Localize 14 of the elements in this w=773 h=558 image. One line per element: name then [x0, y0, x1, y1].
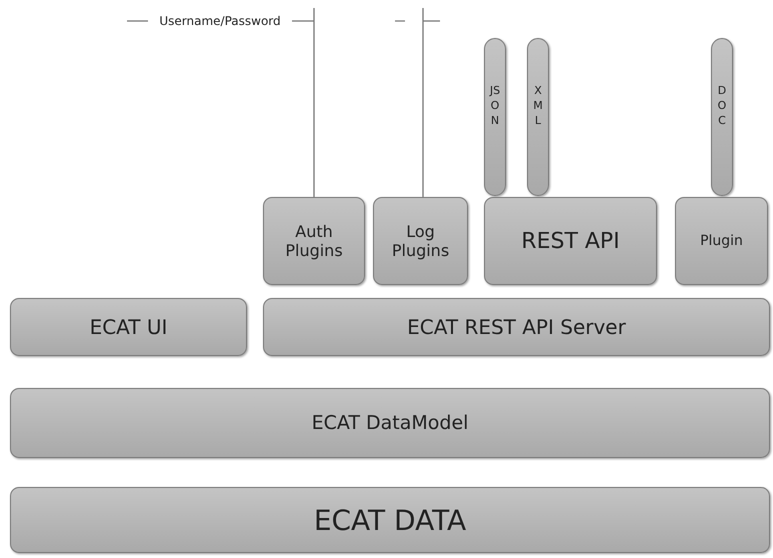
- component-box: REST API: [484, 197, 657, 285]
- component-box: Log Plugins: [373, 197, 468, 285]
- layer-bar: ECAT DataModel: [10, 388, 770, 458]
- component-box: Plugin: [675, 197, 768, 285]
- connector-line: [422, 8, 424, 197]
- layer-bar: ECAT DATA: [10, 487, 770, 553]
- credential-label: Username/Password: [150, 12, 290, 30]
- format-tab: XML: [527, 38, 549, 196]
- layer-bar: ECAT REST API Server: [263, 298, 770, 356]
- layer-bar: ECAT UI: [10, 298, 247, 356]
- format-tab: DOC: [711, 38, 733, 196]
- format-tab: JSON: [484, 38, 506, 196]
- connector-line: [291, 7, 315, 198]
- component-box: Auth Plugins: [263, 197, 365, 285]
